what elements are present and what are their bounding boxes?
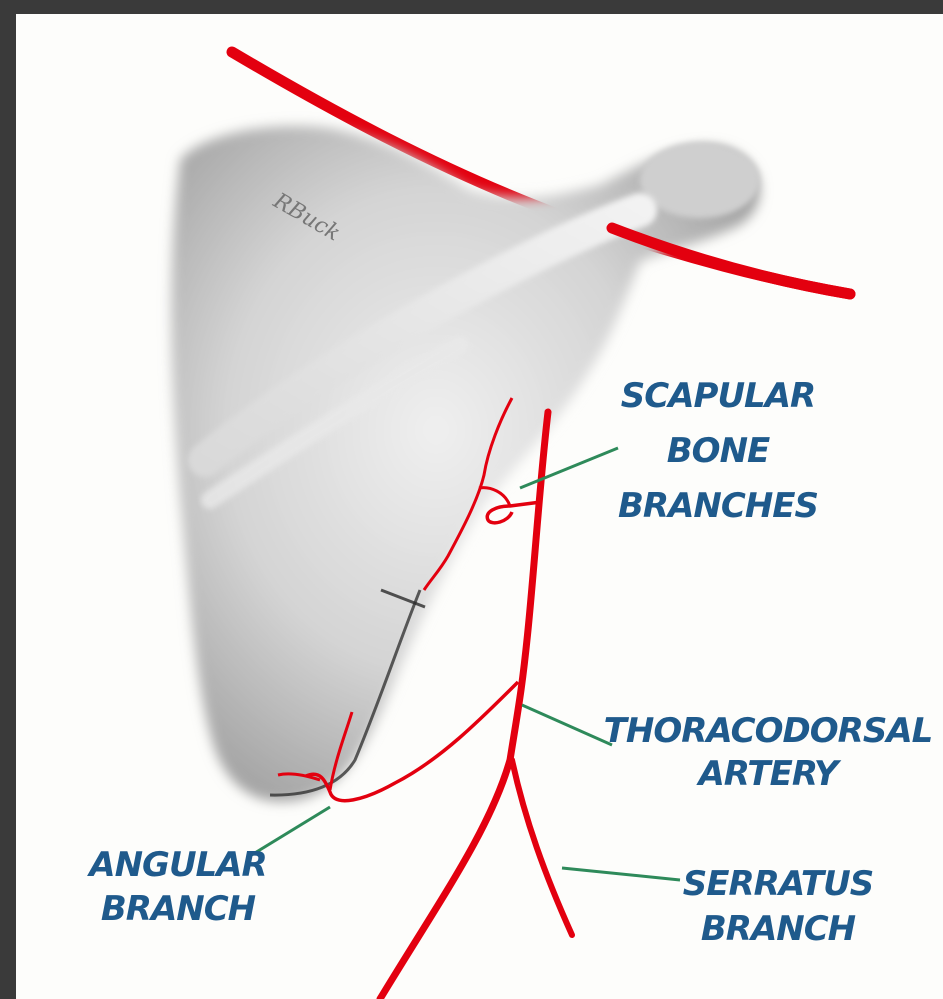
serratus-leader — [562, 868, 680, 880]
label-angular-branch: ANGULAR BRANCH — [86, 845, 266, 929]
label-thoracodorsal-line-2: ARTERY — [695, 754, 841, 794]
label-angular-line-1: ANGULAR — [86, 845, 266, 885]
label-scapular-bone-branches: SCAPULAR BONE BRANCHES — [618, 376, 818, 526]
scapula-artery-diagram: RBuck SCAPULAR — [16, 14, 943, 999]
scapular-bone-branch-2 — [487, 502, 541, 523]
scapular-leader — [520, 448, 618, 488]
label-serratus-line-1: SERRATUS — [683, 864, 873, 904]
label-serratus-branch: SERRATUS BRANCH — [683, 864, 873, 949]
label-thoracodorsal-artery: THORACODORSAL ARTERY — [604, 711, 933, 794]
label-serratus-line-2: BRANCH — [701, 909, 856, 949]
label-scapular-line-3: BRANCHES — [618, 486, 818, 526]
label-scapular-line-2: BONE — [667, 431, 770, 471]
label-angular-line-2: BRANCH — [101, 889, 256, 929]
thoracodorsal-leader — [522, 705, 612, 745]
subscapular-artery-upper-front — [612, 228, 850, 294]
serratus-branch-vessel — [512, 760, 572, 935]
diagram-canvas: RBuck SCAPULAR — [16, 14, 943, 999]
label-thoracodorsal-line-1: THORACODORSAL — [604, 711, 933, 751]
label-scapular-line-1: SCAPULAR — [621, 376, 815, 416]
